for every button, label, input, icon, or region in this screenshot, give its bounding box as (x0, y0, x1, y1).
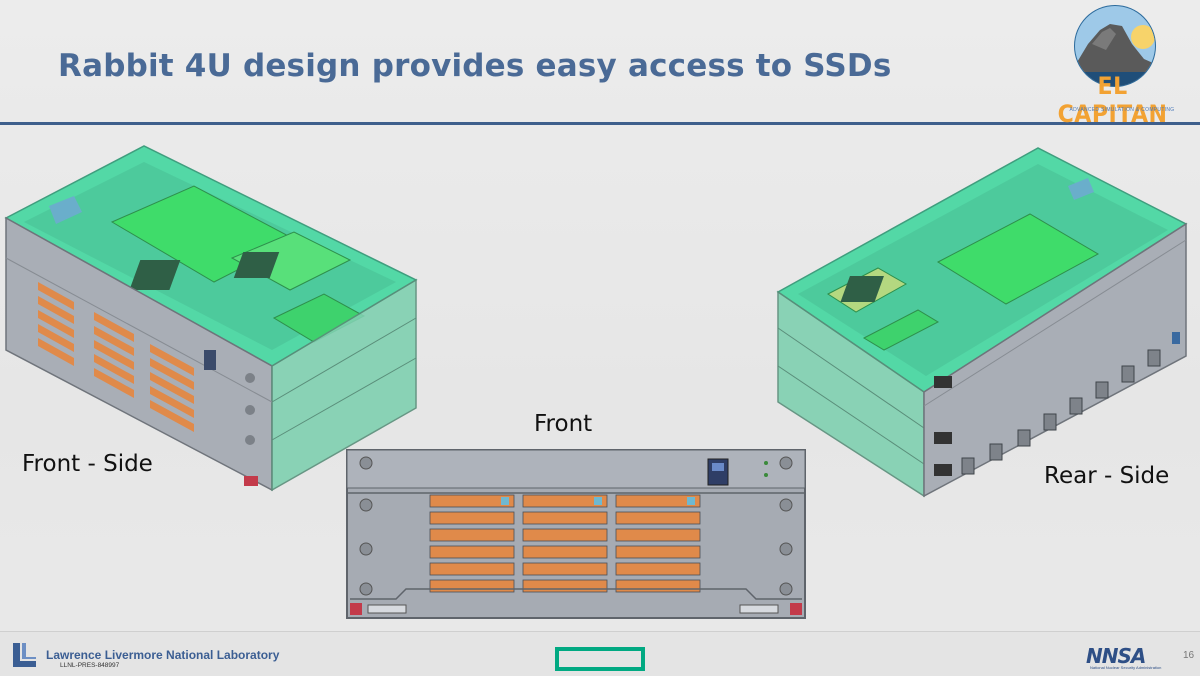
caption-front-side: Front - Side (22, 451, 153, 477)
logo-tagline: ADVANCED SIMULATION & COMPUTING (1069, 107, 1175, 113)
page-number: 16 (1183, 650, 1195, 661)
slide-title: Rabbit 4U design provides easy access to… (58, 48, 892, 84)
llnl-logo-icon (13, 643, 36, 667)
nnsa-subtitle: National Nuclear Security Administration (1090, 665, 1162, 670)
front-side-view-image (4, 145, 418, 492)
logo-wordmark: EL CAPITAN (1057, 72, 1168, 128)
presentation-id: LLNL-PRES-848997 (60, 662, 120, 669)
nnsa-logo: NNSA (1086, 644, 1146, 668)
front-view-image (346, 449, 806, 619)
lab-name: Lawrence Livermore National Laboratory (46, 648, 280, 662)
rear-side-view-image (776, 147, 1188, 498)
caption-front: Front (534, 411, 593, 437)
hpe-logo-icon (555, 647, 645, 671)
caption-rear-side: Rear - Side (1044, 463, 1170, 489)
el-capitan-logo (1074, 5, 1156, 87)
title-divider (0, 122, 1200, 125)
ssd-bays-front-side (38, 282, 194, 432)
